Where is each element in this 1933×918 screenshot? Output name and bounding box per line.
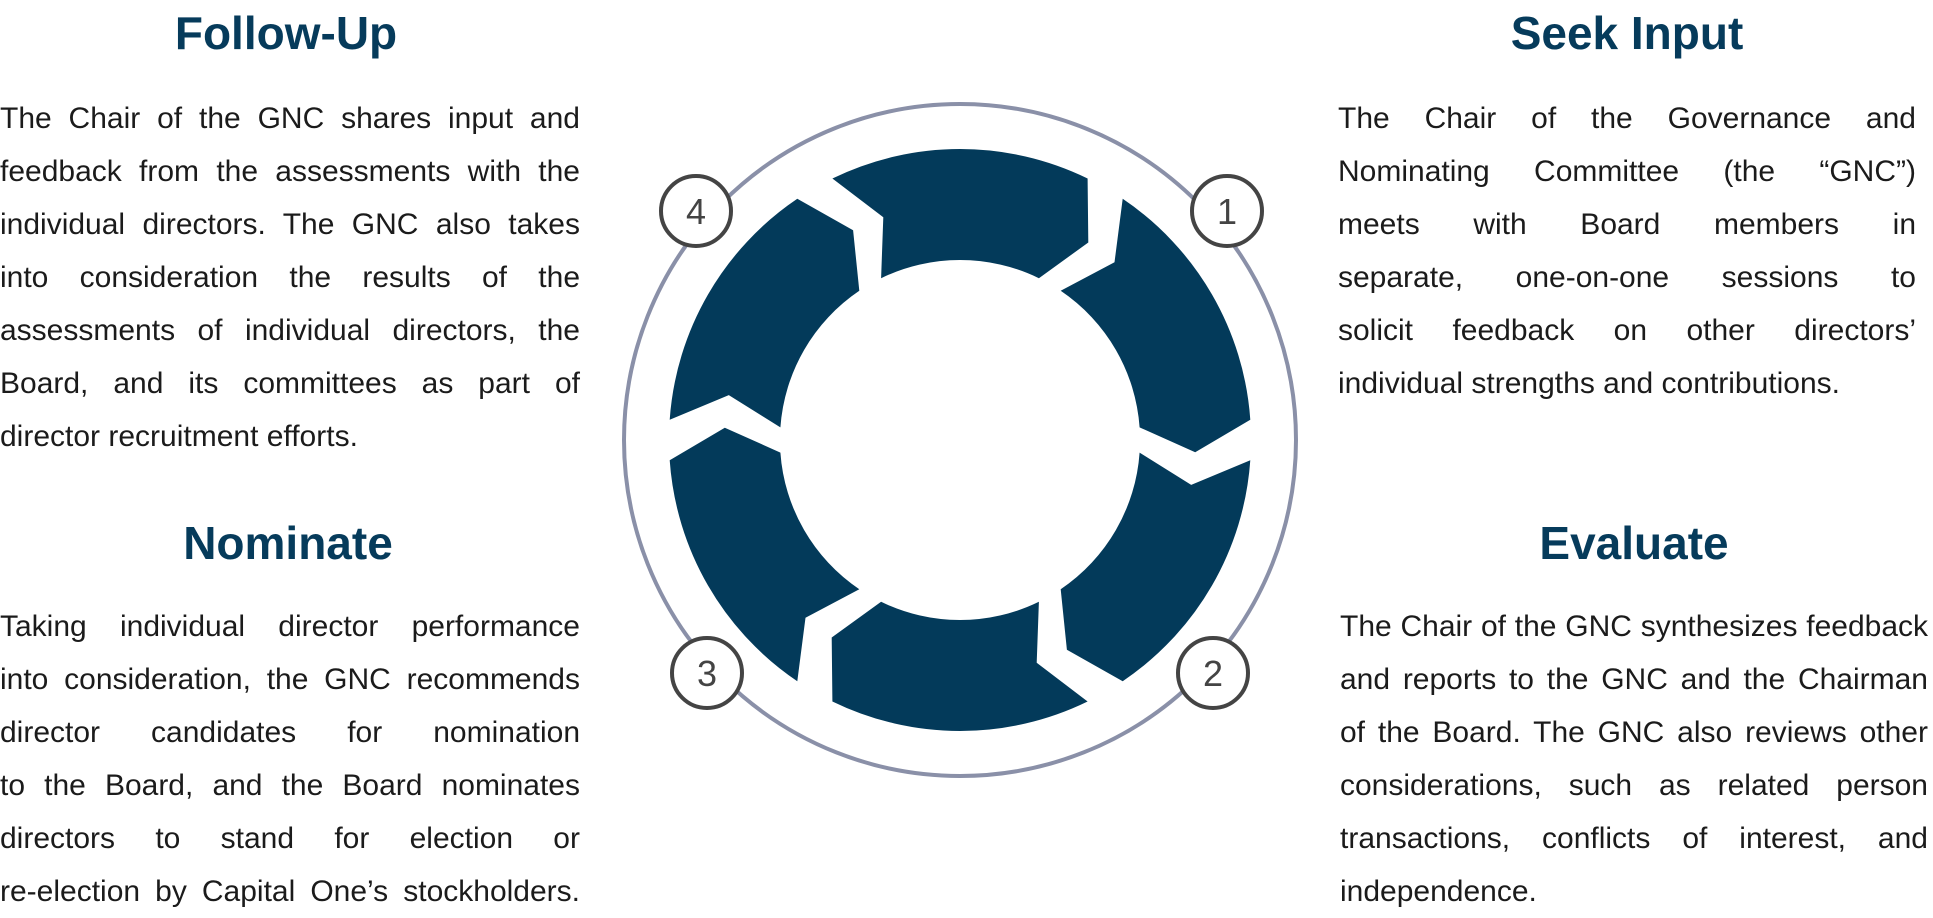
step-badge-1: 1 (1190, 174, 1264, 248)
cycle-arrow-segment (1060, 198, 1251, 453)
badge-number: 3 (697, 653, 717, 694)
badge-number: 1 (1217, 191, 1237, 232)
description-line: individual directors. The GNC also takes (0, 208, 580, 241)
step-badge-3: 3 (670, 636, 744, 710)
badge-circle (1190, 174, 1264, 248)
step-badge-4: 4 (659, 174, 733, 248)
description-line: of the Board. The GNC also reviews other (1340, 716, 1928, 749)
description-line: Nominating Committee (the “GNC”) (1338, 155, 1916, 188)
description-line: assessments of individual directors, the (0, 314, 580, 347)
description-line: Taking individual director performance (0, 610, 580, 643)
description-line: The Chair of the Governance and (1338, 102, 1916, 135)
step-title: Nominate (183, 517, 393, 569)
description-line: into consideration, the GNC recommends (0, 663, 580, 696)
step-badge-2: 2 (1176, 636, 1250, 710)
description-line: re-election by Capital One’s stockholder… (0, 875, 580, 908)
badge-circle (1176, 636, 1250, 710)
badge-circle (659, 174, 733, 248)
cycle-arrow-segment (832, 149, 1089, 279)
description-line: into consideration the results of the (0, 261, 580, 294)
description-line: directors to stand for election or (0, 822, 580, 855)
description-line: The Chair of the GNC shares input and (0, 102, 580, 135)
step-title: Seek Input (1510, 7, 1744, 59)
badge-number: 4 (686, 191, 706, 232)
cycle-arrows (669, 149, 1251, 731)
cycle-arrow-segment (669, 427, 860, 682)
description-line: individual strengths and contributions. (1338, 367, 1840, 400)
step-title: Follow-Up (174, 7, 398, 59)
description-line: and reports to the GNC and the Chairman (1340, 663, 1928, 696)
description-line: transactions, conflicts of interest, and (1340, 822, 1928, 855)
step-description: The Chair of the GNC shares input and fe… (0, 92, 580, 463)
step-description: The Chair of the GNC synthesizes feedbac… (1340, 600, 1928, 918)
cycle-arrow-segment (831, 601, 1088, 731)
description-line: The Chair of the GNC synthesizes feedbac… (1340, 610, 1928, 643)
description-line: director candidates for nomination (0, 716, 580, 749)
description-line: feedback from the assessments with the (0, 155, 580, 188)
description-line: to the Board, and the Board nominates (0, 769, 580, 802)
description-line: separate, one-on-one sessions to (1338, 261, 1916, 294)
step-description: Taking individual director performance i… (0, 600, 580, 918)
description-line: considerations, such as related person (1340, 769, 1928, 802)
cycle-arrow-segment (1060, 452, 1251, 682)
outer-circle (622, 102, 1298, 778)
description-line: independence. (1340, 875, 1537, 908)
step-description: The Chair of the Governance and Nominati… (1338, 92, 1916, 410)
description-line: meets with Board members in (1338, 208, 1916, 241)
badge-number: 2 (1203, 653, 1223, 694)
step-title: Evaluate (1539, 517, 1729, 569)
cycle-arrow-segment (669, 198, 860, 428)
description-line: solicit feedback on other directors’ (1338, 314, 1916, 347)
description-line: Board, and its committees as part of (0, 367, 580, 400)
badge-circle (670, 636, 744, 710)
description-line: director recruitment efforts. (0, 420, 358, 453)
